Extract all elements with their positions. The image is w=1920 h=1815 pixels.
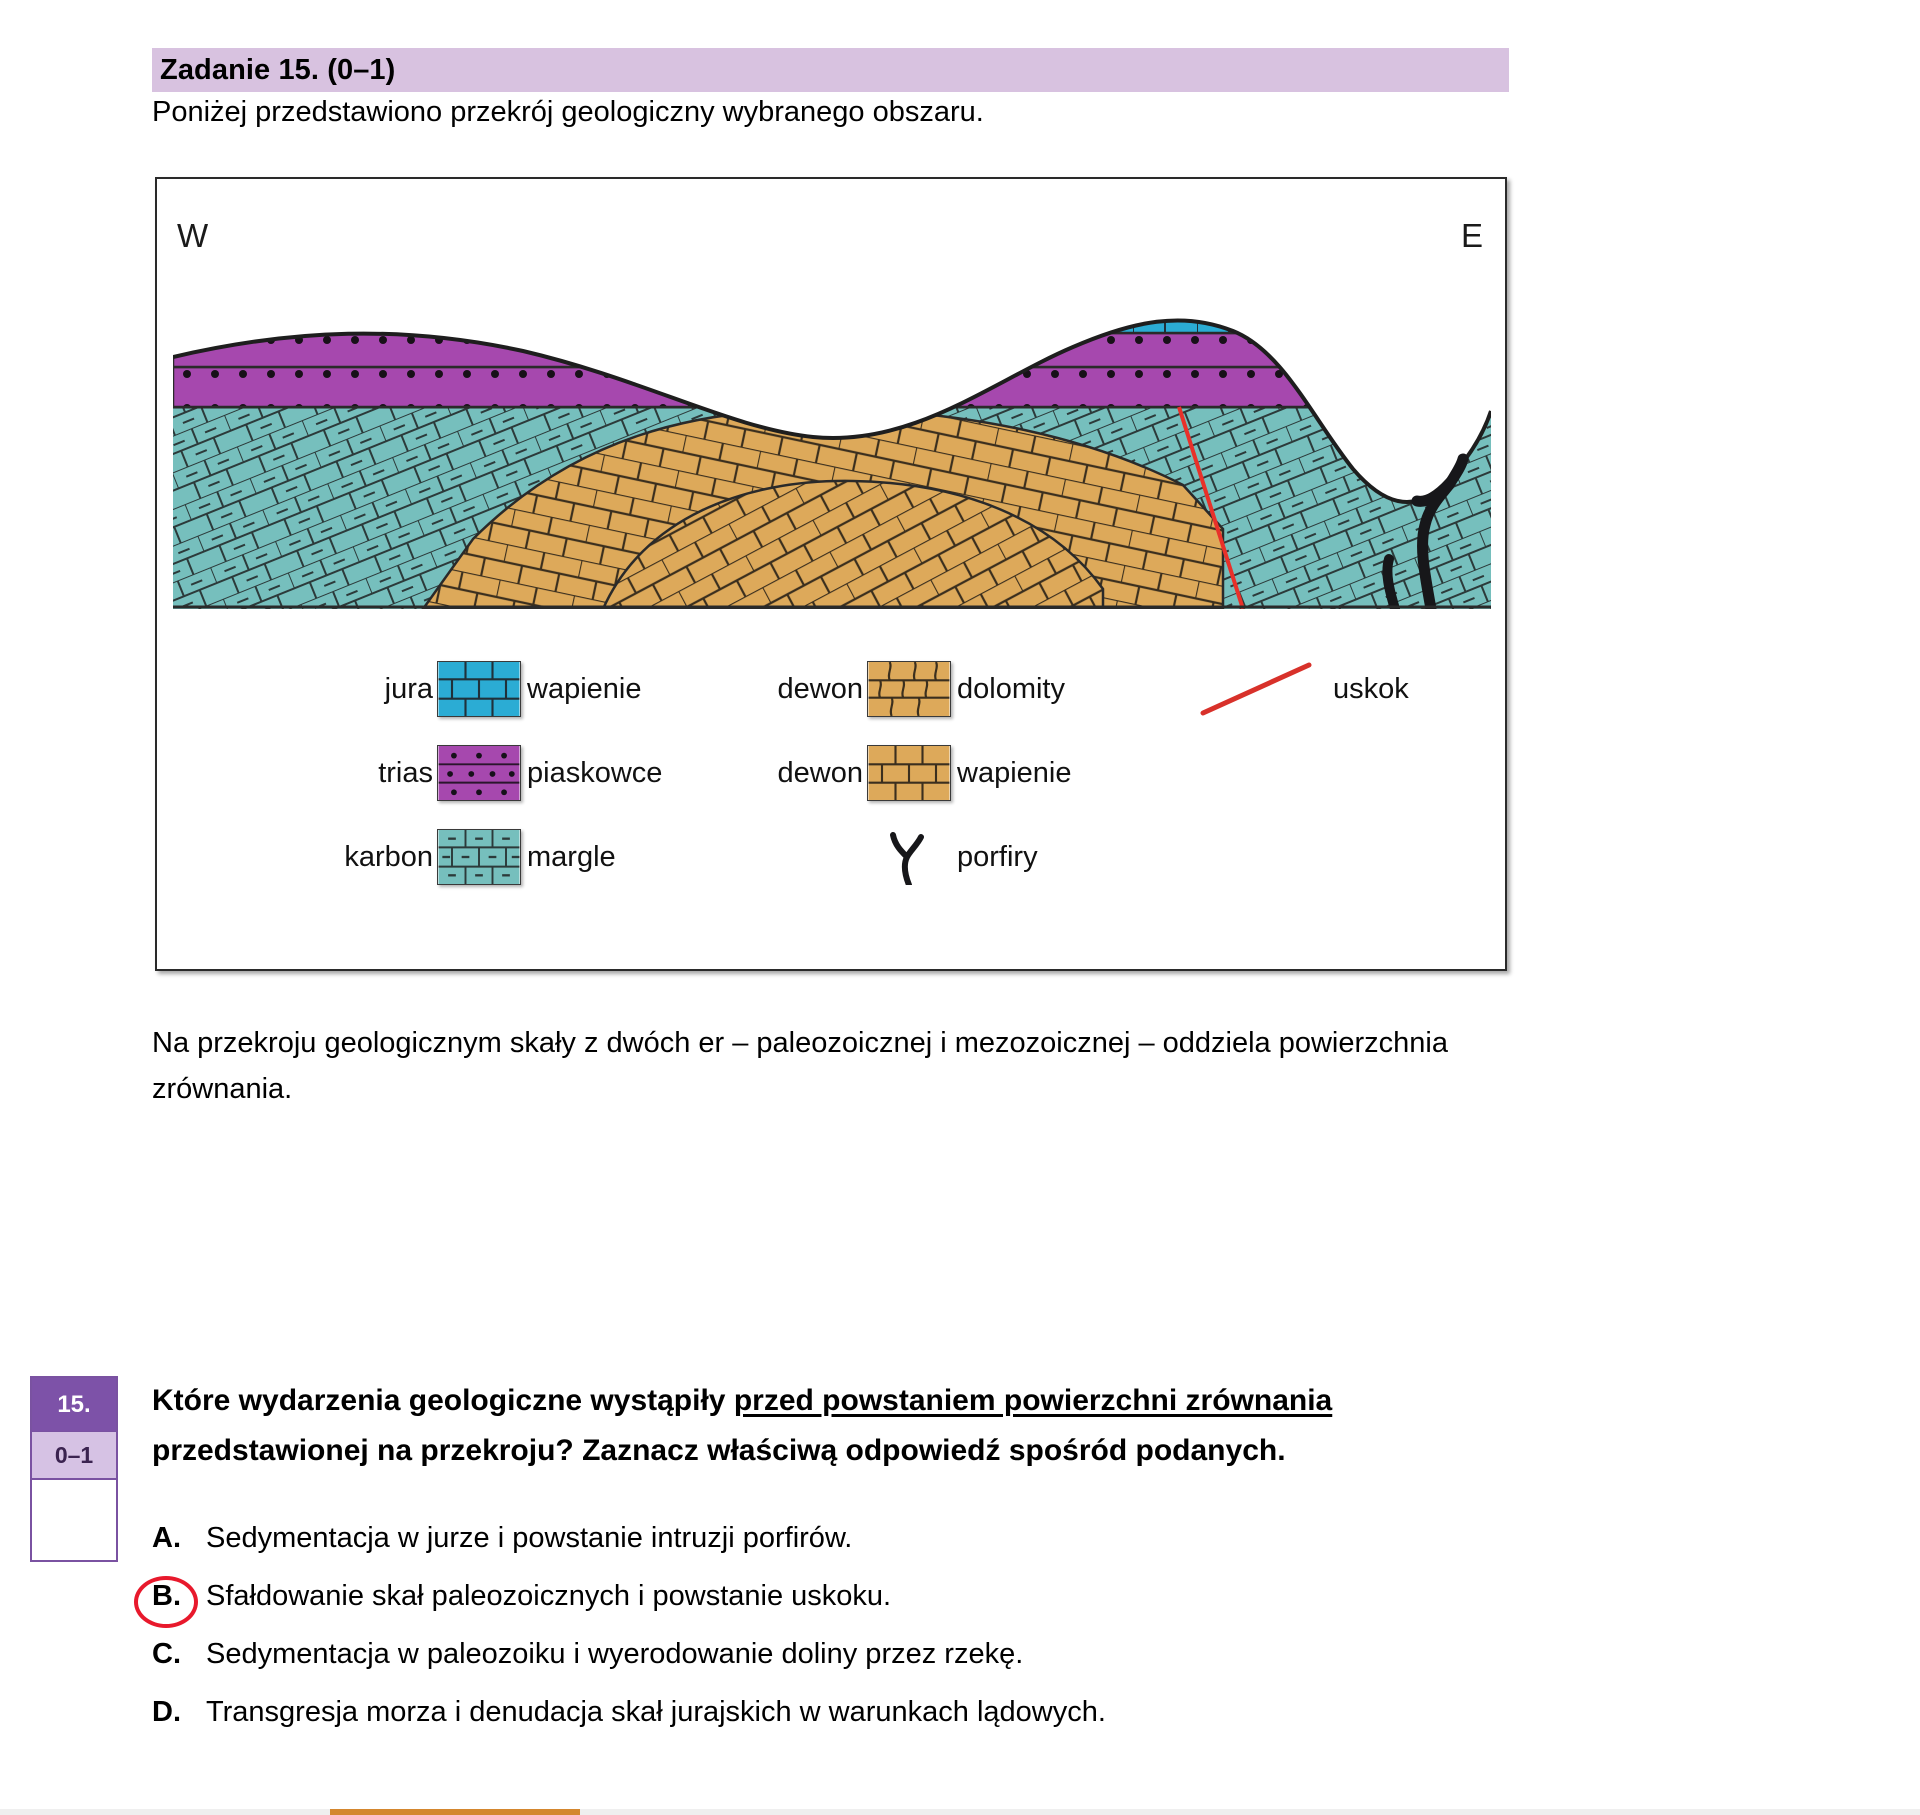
porphyry-intrusion xyxy=(1411,453,1469,609)
score-entry-field[interactable] xyxy=(32,1480,116,1560)
geological-cross-section-figure: W E xyxy=(155,177,1507,971)
answer-option-d[interactable]: D. Transgresja morza i denudacja skał ju… xyxy=(152,1696,1552,1754)
question-part1: Które wydarzenia geologiczne wystąpiły xyxy=(152,1384,734,1417)
option-letter: C. xyxy=(152,1638,181,1670)
layer-trias-piaskowce-upper xyxy=(173,331,1491,369)
legend-rock-label: dolomity xyxy=(957,672,1065,705)
legend-uskok-label: uskok xyxy=(1333,672,1409,705)
legend-item-dewon-wapienie: dewon wapienie xyxy=(737,745,1071,801)
task-title: Zadanie 15. (0–1) xyxy=(160,53,396,86)
option-text: Sfałdowanie skał paleozoicznych i powsta… xyxy=(206,1580,892,1612)
figure-legend: jura wapienie trias xyxy=(157,639,1505,919)
fault-line-uskok xyxy=(1177,406,1245,609)
compass-label-east: E xyxy=(1460,217,1483,254)
legend-swatch-karbon xyxy=(437,829,521,885)
porphyry-intrusion-branch xyxy=(1382,554,1400,609)
legend-item-porfiry: porfiry xyxy=(737,829,1038,885)
legend-item-dewon-dolomity: dewon dolomity xyxy=(737,661,1065,717)
option-text: Transgresja morza i denudacja skał juraj… xyxy=(206,1696,1106,1728)
porphyry-icon xyxy=(867,829,951,885)
option-letter: D. xyxy=(152,1696,181,1728)
question-part2: przedstawionej na przekroju? Zaznacz wła… xyxy=(152,1434,1286,1467)
legend-item-karbon-margle: karbon margle xyxy=(307,829,616,885)
legend-swatch-trias xyxy=(437,745,521,801)
score-points-range: 0–1 xyxy=(32,1432,116,1480)
legend-era-label: karbon xyxy=(344,840,433,873)
legend-item-trias-piaskowce: trias piaskowce xyxy=(307,745,662,801)
layer-jura-wapienie xyxy=(173,320,1491,335)
legend-swatch-jura xyxy=(437,661,521,717)
score-box: 15. 0–1 xyxy=(30,1376,118,1562)
legend-item-uskok: uskok xyxy=(1197,661,1409,717)
compass-label-west: W xyxy=(177,217,209,254)
terrain-surface-line xyxy=(173,318,1491,504)
legend-era-label: dewon xyxy=(777,672,863,705)
legend-rock-label: porfiry xyxy=(957,840,1038,873)
question-underlined: przed powstaniem powierzchni zrównania xyxy=(733,1384,1333,1417)
layer-dewon-wapienie xyxy=(601,479,1105,609)
option-text: Sedymentacja w paleozoiku i wyerodowanie… xyxy=(206,1638,1024,1670)
option-letter: A. xyxy=(152,1522,181,1554)
legend-swatch-dewon-wapienie xyxy=(867,745,951,801)
legend-item-jura-wapienie: jura wapienie xyxy=(307,661,641,717)
legend-rock-label: margle xyxy=(527,840,616,873)
body-paragraph: Na przekroju geologicznym skały z dwóch … xyxy=(152,1027,1448,1105)
legend-era-label: dewon xyxy=(777,756,863,789)
legend-swatch-dewon-dolomity xyxy=(867,661,951,717)
option-text: Sedymentacja w jurze i powstanie intruzj… xyxy=(206,1522,853,1554)
question-prompt: Które wydarzenia geologiczne wystąpiły p… xyxy=(152,1376,1492,1476)
answer-option-a[interactable]: A. Sedymentacja w jurze i powstanie intr… xyxy=(152,1522,1552,1580)
geology-layers xyxy=(173,320,1491,609)
cross-section-drawing xyxy=(173,318,1491,609)
legend-rock-label: wapienie xyxy=(527,672,642,705)
task-header-band: Zadanie 15. (0–1) xyxy=(152,48,1509,92)
legend-rock-label: wapienie xyxy=(957,756,1072,789)
option-letter: B. xyxy=(152,1580,181,1612)
answer-option-c[interactable]: C. Sedymentacja w paleozoiku i wyerodowa… xyxy=(152,1638,1552,1696)
answer-option-b[interactable]: B. Sfałdowanie skał paleozoicznych i pow… xyxy=(134,1576,1552,1638)
legend-rock-label: piaskowce xyxy=(527,756,663,789)
score-task-number: 15. xyxy=(32,1378,116,1432)
fault-line-icon xyxy=(1200,662,1312,716)
task-intro-text: Poniżej przedstawiono przekrój geologicz… xyxy=(152,96,984,128)
legend-era-label: jura xyxy=(384,672,433,705)
answer-options-list: A. Sedymentacja w jurze i powstanie intr… xyxy=(134,1522,1552,1754)
page-bottom-rule xyxy=(0,1809,1920,1815)
legend-era-label: trias xyxy=(378,756,433,789)
